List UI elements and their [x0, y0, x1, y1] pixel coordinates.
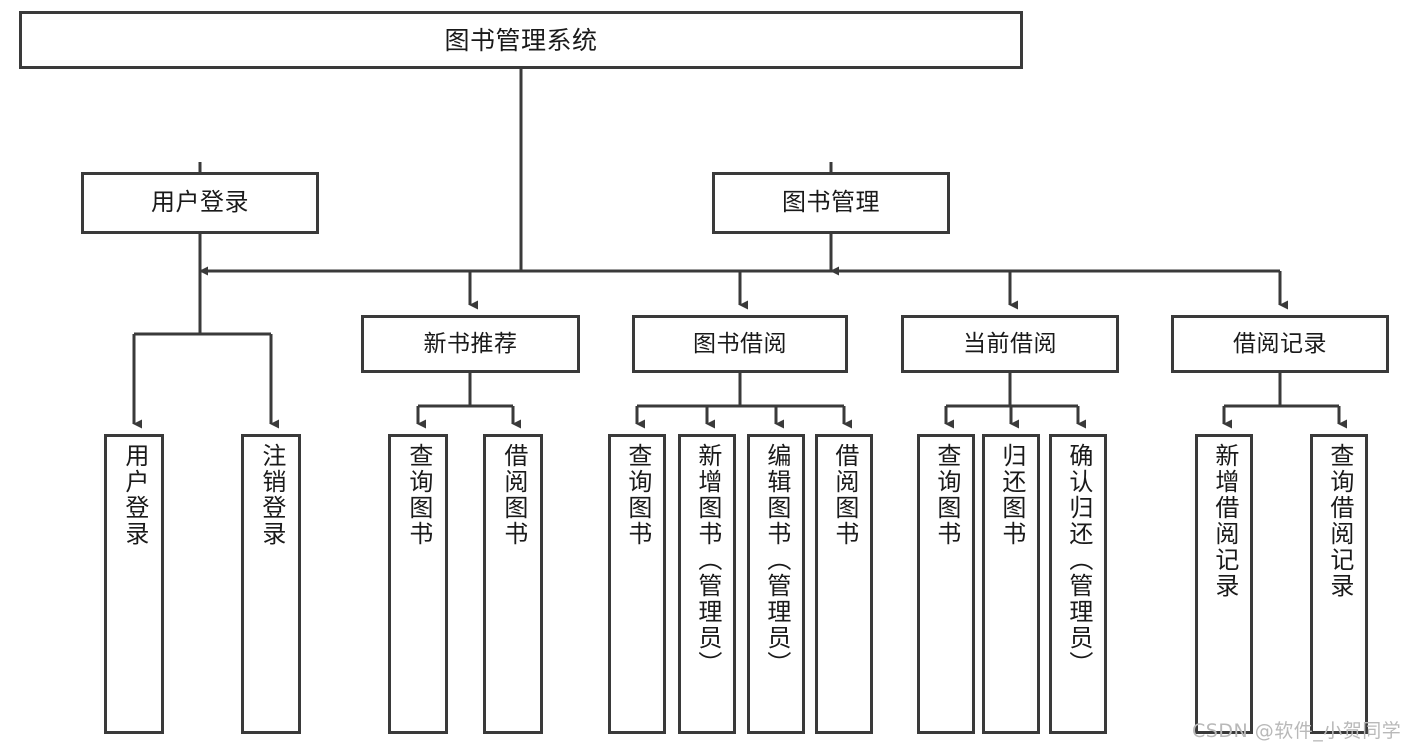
node-leaf-edit-book-admin-label: 编辑图书（管理员） [762, 443, 791, 677]
node-leaf-query-book-rec[interactable]: 查询图书 [388, 434, 448, 734]
node-leaf-confirm-return-admin-label: 确认归还（管理员） [1064, 443, 1093, 677]
node-leaf-borrow-book-label: 借阅图书 [830, 443, 859, 547]
node-leaf-add-borrow-record-label: 新增借阅记录 [1210, 443, 1239, 599]
node-leaf-return-book-label: 归还图书 [997, 443, 1026, 547]
node-current-borrow[interactable]: 当前借阅 [901, 315, 1119, 373]
node-leaf-query-book-borrow[interactable]: 查询图书 [608, 434, 666, 734]
node-new-book-recommend[interactable]: 新书推荐 [361, 315, 580, 373]
node-book-borrow-label: 图书借阅 [693, 330, 787, 357]
node-book-manage-label: 图书管理 [782, 188, 880, 217]
node-current-borrow-label: 当前借阅 [963, 330, 1057, 357]
node-book-manage[interactable]: 图书管理 [712, 172, 950, 234]
node-leaf-query-borrow-record-label: 查询借阅记录 [1325, 443, 1354, 599]
node-leaf-query-book-rec-label: 查询图书 [404, 443, 433, 547]
node-leaf-borrow-book[interactable]: 借阅图书 [815, 434, 873, 734]
node-borrow-record-label: 借阅记录 [1233, 330, 1327, 357]
node-user-login-label: 用户登录 [151, 188, 249, 217]
node-root-system[interactable]: 图书管理系统 [19, 11, 1023, 69]
node-leaf-query-book-borrow-label: 查询图书 [623, 443, 652, 547]
node-leaf-user-login-label: 用户登录 [120, 443, 149, 547]
node-leaf-query-book-cur-label: 查询图书 [932, 443, 961, 547]
node-leaf-user-logout[interactable]: 注销登录 [241, 434, 301, 734]
node-book-borrow[interactable]: 图书借阅 [632, 315, 848, 373]
node-leaf-query-borrow-record[interactable]: 查询借阅记录 [1310, 434, 1368, 734]
node-borrow-record[interactable]: 借阅记录 [1171, 315, 1389, 373]
node-leaf-query-book-cur[interactable]: 查询图书 [917, 434, 975, 734]
node-leaf-borrow-book-rec-label: 借阅图书 [499, 443, 528, 547]
node-leaf-add-borrow-record[interactable]: 新增借阅记录 [1195, 434, 1253, 734]
node-leaf-borrow-book-rec[interactable]: 借阅图书 [483, 434, 543, 734]
node-root-label: 图书管理系统 [444, 25, 598, 55]
node-leaf-edit-book-admin[interactable]: 编辑图书（管理员） [747, 434, 805, 734]
node-leaf-add-book-admin[interactable]: 新增图书（管理员） [678, 434, 736, 734]
csdn-watermark: CSDN @软件_小贺同学 [1192, 720, 1402, 742]
node-leaf-add-book-admin-label: 新增图书（管理员） [693, 443, 722, 677]
node-leaf-return-book[interactable]: 归还图书 [982, 434, 1040, 734]
node-leaf-user-logout-label: 注销登录 [257, 443, 286, 547]
node-user-login[interactable]: 用户登录 [81, 172, 319, 234]
node-new-book-recommend-label: 新书推荐 [423, 330, 518, 357]
node-leaf-confirm-return-admin[interactable]: 确认归还（管理员） [1049, 434, 1107, 734]
node-leaf-user-login[interactable]: 用户登录 [104, 434, 164, 734]
